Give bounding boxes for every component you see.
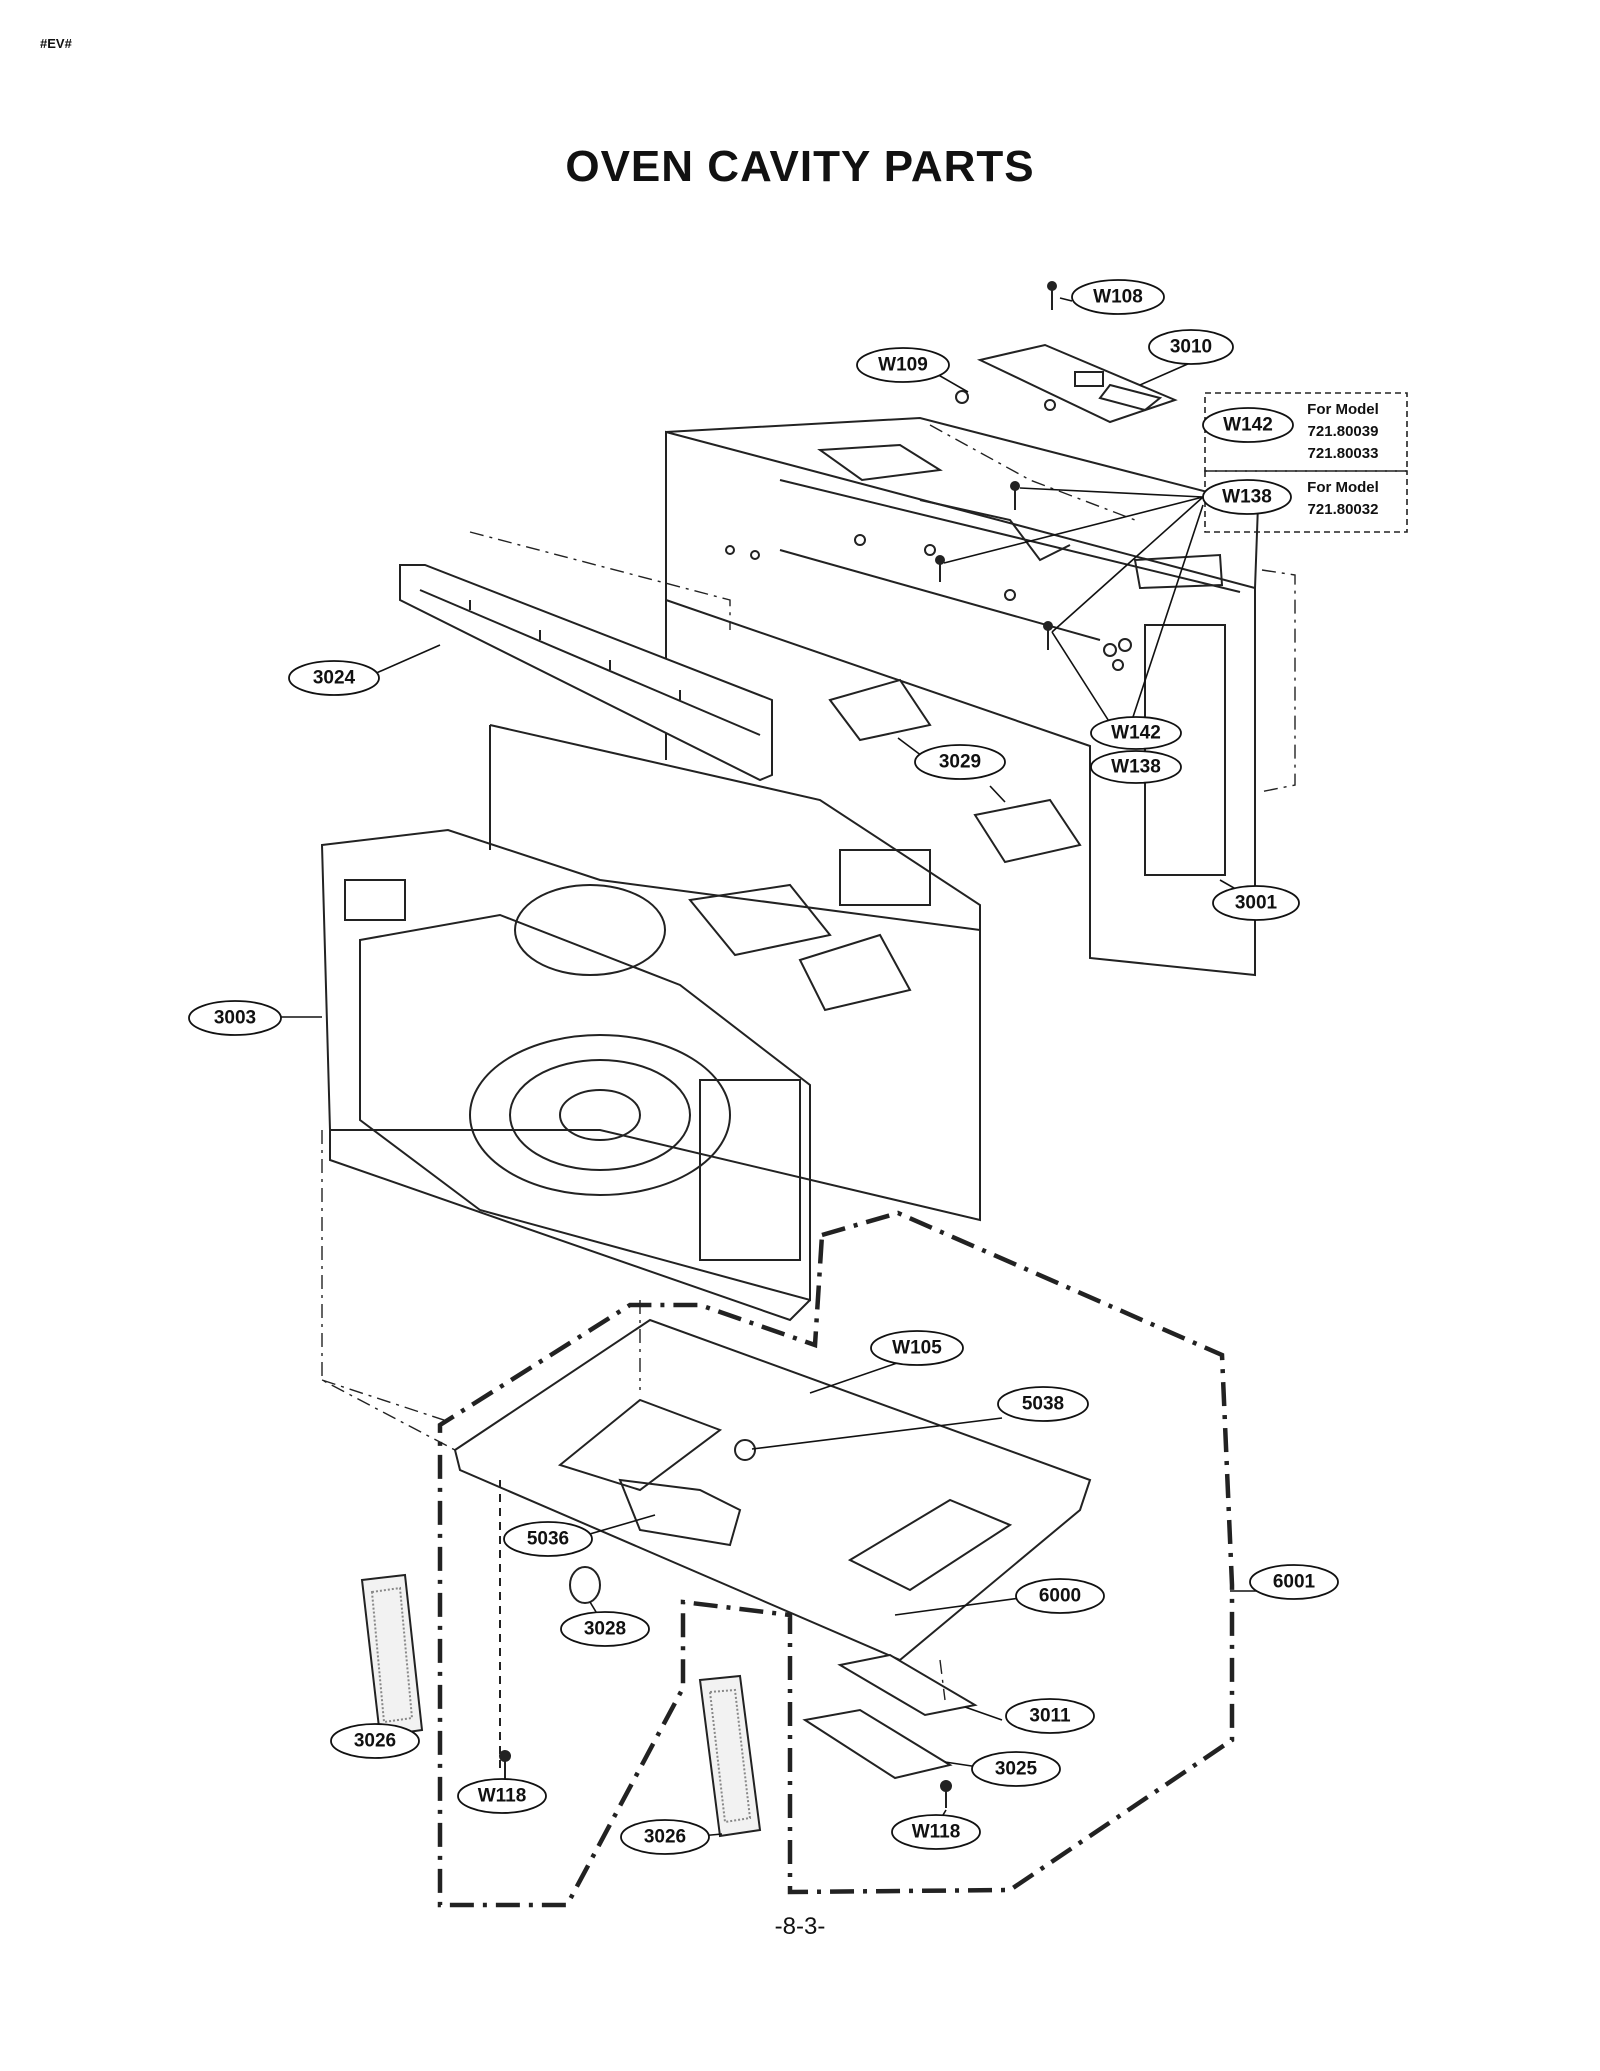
- callout-w109: W109: [878, 355, 928, 376]
- callout-3026-left: 3026: [354, 1731, 396, 1752]
- assembly-outline: [437, 1210, 1235, 1908]
- callout-3026-mid: 3026: [644, 1827, 686, 1848]
- callout-3003: 3003: [214, 1008, 256, 1029]
- callout-5038: 5038: [1022, 1394, 1064, 1415]
- callout-3001: 3001: [1235, 893, 1278, 914]
- callout-3010: 3010: [1170, 337, 1212, 358]
- document-tag: #EV#: [40, 36, 72, 51]
- callout-w138-top: W138: [1222, 487, 1272, 508]
- callout-3011: 3011: [1029, 1706, 1071, 1727]
- grease-filter-mid: [698, 1674, 762, 1838]
- light-cover-part: [837, 1653, 978, 1717]
- callout-6000: 6000: [1039, 1586, 1081, 1607]
- page-number: -8-3-: [774, 1913, 826, 1940]
- callout-w142-top: W142: [1223, 415, 1273, 436]
- top-bracket-part: [976, 343, 1178, 424]
- model-note-w142-model-1: 721.80039: [1308, 423, 1379, 440]
- callout-3028: 3028: [584, 1619, 626, 1640]
- callout-6001: 6001: [1273, 1572, 1316, 1593]
- base-plate-part: [453, 1318, 1092, 1770]
- callout-w118-right: W118: [912, 1822, 961, 1843]
- callout-w105: W105: [892, 1338, 942, 1359]
- page-title: OVEN CAVITY PARTS: [565, 142, 1035, 191]
- callout-w138-mid: W138: [1111, 757, 1161, 778]
- grease-filter-left: [360, 1573, 424, 1738]
- mount-brackets-part: [828, 678, 1082, 864]
- callout-w108: W108: [1093, 287, 1143, 308]
- callout-3025: 3025: [995, 1759, 1038, 1780]
- callout-3024: 3024: [313, 668, 356, 689]
- control-frame-part: [399, 564, 773, 782]
- model-note-w138-model-1: 721.80032: [1308, 501, 1379, 518]
- model-note-w142-model-2: 721.80033: [1308, 445, 1379, 462]
- oven-cavity-part: [320, 724, 981, 1322]
- model-note-w142-label: For Model: [1307, 401, 1379, 418]
- callout-3029: 3029: [939, 752, 981, 773]
- model-note-w138-label: For Model: [1307, 479, 1379, 496]
- light-holder-part: [802, 1708, 953, 1780]
- callout-w142-mid: W142: [1111, 723, 1161, 744]
- callout-5036: 5036: [527, 1529, 569, 1550]
- callout-w118-left: W118: [478, 1786, 527, 1807]
- lamp-part: [569, 1566, 601, 1604]
